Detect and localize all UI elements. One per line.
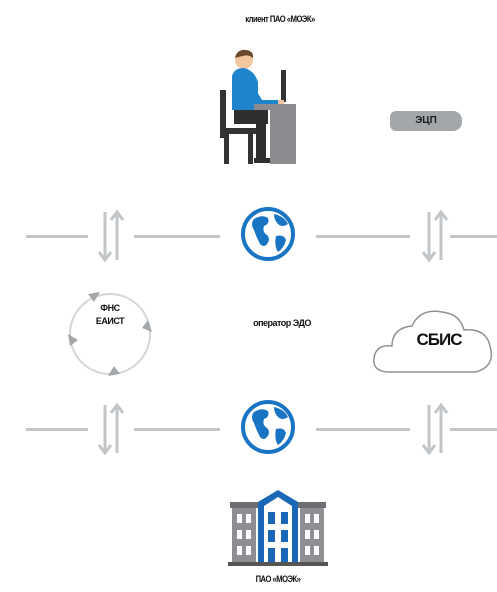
globe-icon <box>241 207 295 261</box>
upper-connector-line <box>26 235 88 238</box>
cloud-icon <box>373 310 493 373</box>
sbis-label: СБИС <box>416 330 463 349</box>
exchange-arrows-icon <box>97 209 125 263</box>
person-at-computer-icon <box>220 49 296 164</box>
upper-connector-line <box>450 235 497 238</box>
upper-connector-line <box>316 235 410 238</box>
tax-service-label: ФНС ЕАИСТ <box>95 303 125 326</box>
globe-icon <box>241 400 295 454</box>
exchange-arrows-icon <box>97 402 125 456</box>
exchange-arrows-icon <box>421 402 449 456</box>
company-caption: ПАО «МОЭК» <box>255 574 301 584</box>
exchange-arrows-icon <box>421 209 449 263</box>
client-caption: клиент ПАО «МОЭК» <box>245 14 315 24</box>
signature-badge: ЭЦП <box>390 111 462 131</box>
lower-connector-line <box>316 428 410 431</box>
lower-connector-line <box>450 428 497 431</box>
company-building-icon <box>228 490 328 566</box>
cycle-arrows-icon <box>68 292 152 376</box>
edo-operator-label: оператор ЭДО <box>253 318 311 328</box>
lower-connector-line <box>26 428 88 431</box>
upper-connector-line <box>134 235 220 238</box>
lower-connector-line <box>134 428 220 431</box>
